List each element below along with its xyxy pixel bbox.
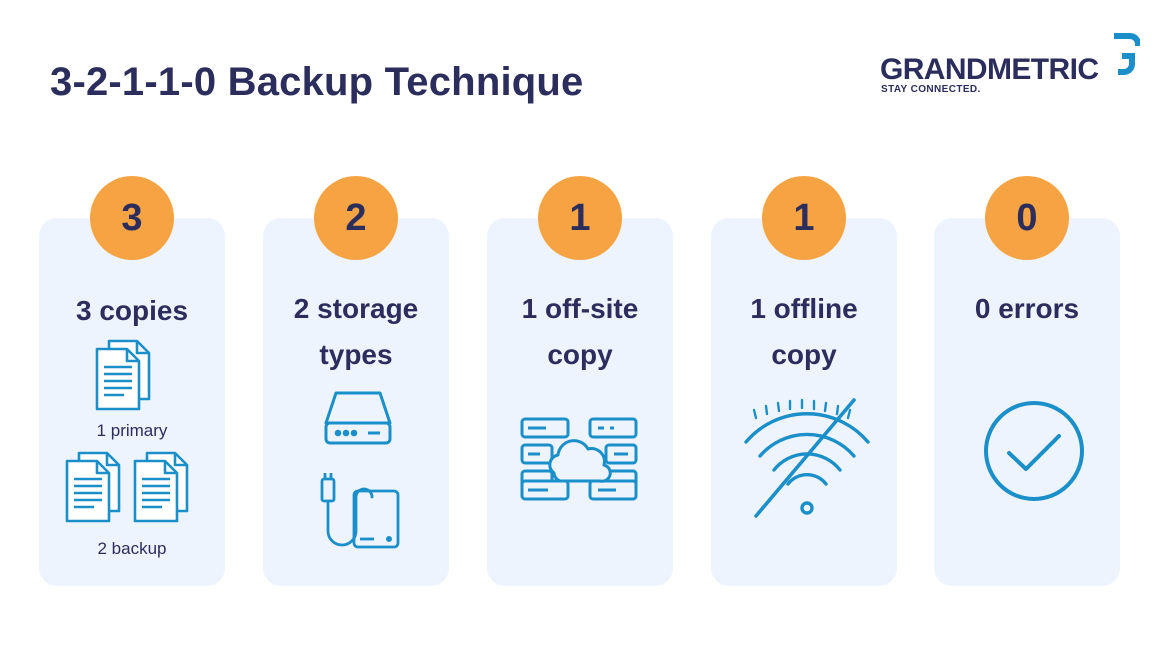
documents-icon	[131, 449, 193, 523]
wifi-off-icon	[740, 398, 874, 520]
card-off-site	[487, 218, 673, 586]
external-drive-icon	[318, 469, 402, 551]
sub-label-primary: 1 primary	[96, 421, 168, 440]
page-title: 3-2-1-1-0 Backup Technique	[50, 60, 584, 104]
number-badge-1: 1	[538, 176, 622, 260]
card-label-line-2: copy	[547, 339, 613, 370]
card-label-errors: 0 errors	[974, 293, 1080, 324]
number-badge-2: 2	[314, 176, 398, 260]
card-label-copies: 3 copies	[75, 295, 189, 326]
card-label-line-2: types	[319, 339, 393, 370]
documents-icon	[93, 337, 155, 411]
logo-wordmark: GRANDMETRIC	[880, 53, 1099, 86]
grandmetric-logo: GRANDMETRIC STAY CONNECTED.	[878, 28, 1140, 98]
documents-icon	[63, 449, 125, 523]
card-label-line-1: 1 off-site	[521, 293, 639, 324]
card-label-line-1: 1 offline	[750, 293, 858, 324]
card-offline	[711, 218, 897, 586]
card-label-line-1: 2 storage	[293, 293, 419, 324]
card-label-line-2: copy	[771, 339, 837, 370]
hard-drive-icon	[322, 389, 394, 447]
cloud-server-icon	[518, 415, 640, 503]
check-circle-icon	[980, 399, 1088, 503]
sub-label-backup: 2 backup	[97, 539, 167, 558]
logo-mark-icon	[1114, 33, 1140, 75]
logo-tagline: STAY CONNECTED.	[881, 84, 981, 95]
number-badge-1: 1	[762, 176, 846, 260]
number-badge-0: 0	[985, 176, 1069, 260]
number-badge-3: 3	[90, 176, 174, 260]
